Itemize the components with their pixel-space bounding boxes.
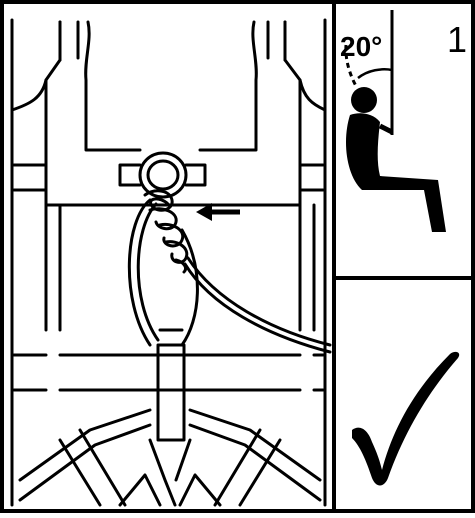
chest-right <box>198 20 258 152</box>
torso-outline <box>10 18 327 507</box>
shoulder-right <box>298 78 327 112</box>
angle-label: 20° <box>340 31 382 62</box>
leg-strap-right <box>188 408 322 502</box>
rope-tail <box>186 256 332 347</box>
leg-strap-left <box>18 408 152 502</box>
left-strap-lower <box>44 203 62 332</box>
ring-tab-right <box>184 163 207 187</box>
leg-cross-right <box>213 428 282 507</box>
belt-left-end <box>12 353 48 392</box>
right-strap-lower <box>298 203 316 332</box>
rope-knot <box>143 189 189 274</box>
leg-cross-left <box>58 428 127 507</box>
harness-drawing <box>10 18 332 507</box>
left-shoulder-strap <box>58 20 80 62</box>
sternum-right <box>298 163 325 192</box>
belt-right-end <box>312 353 325 392</box>
waist-belt <box>58 353 302 392</box>
right-shoulder-strap <box>266 20 287 62</box>
seated-person-icon <box>344 10 446 232</box>
ring-tab-left <box>118 163 142 187</box>
chest-left <box>84 20 142 152</box>
sternum-left <box>12 163 48 192</box>
chest-ring <box>138 151 188 199</box>
upper-body <box>44 20 302 207</box>
belay-buckle <box>156 343 186 442</box>
arrow-left-icon <box>196 203 240 221</box>
panel-number: 1 <box>447 19 467 60</box>
checkmark-icon <box>352 351 460 486</box>
shoulder-left <box>10 78 48 112</box>
rope-loop-left <box>127 198 152 347</box>
rope-loop-right <box>180 228 199 347</box>
crotch-strap <box>148 438 192 507</box>
